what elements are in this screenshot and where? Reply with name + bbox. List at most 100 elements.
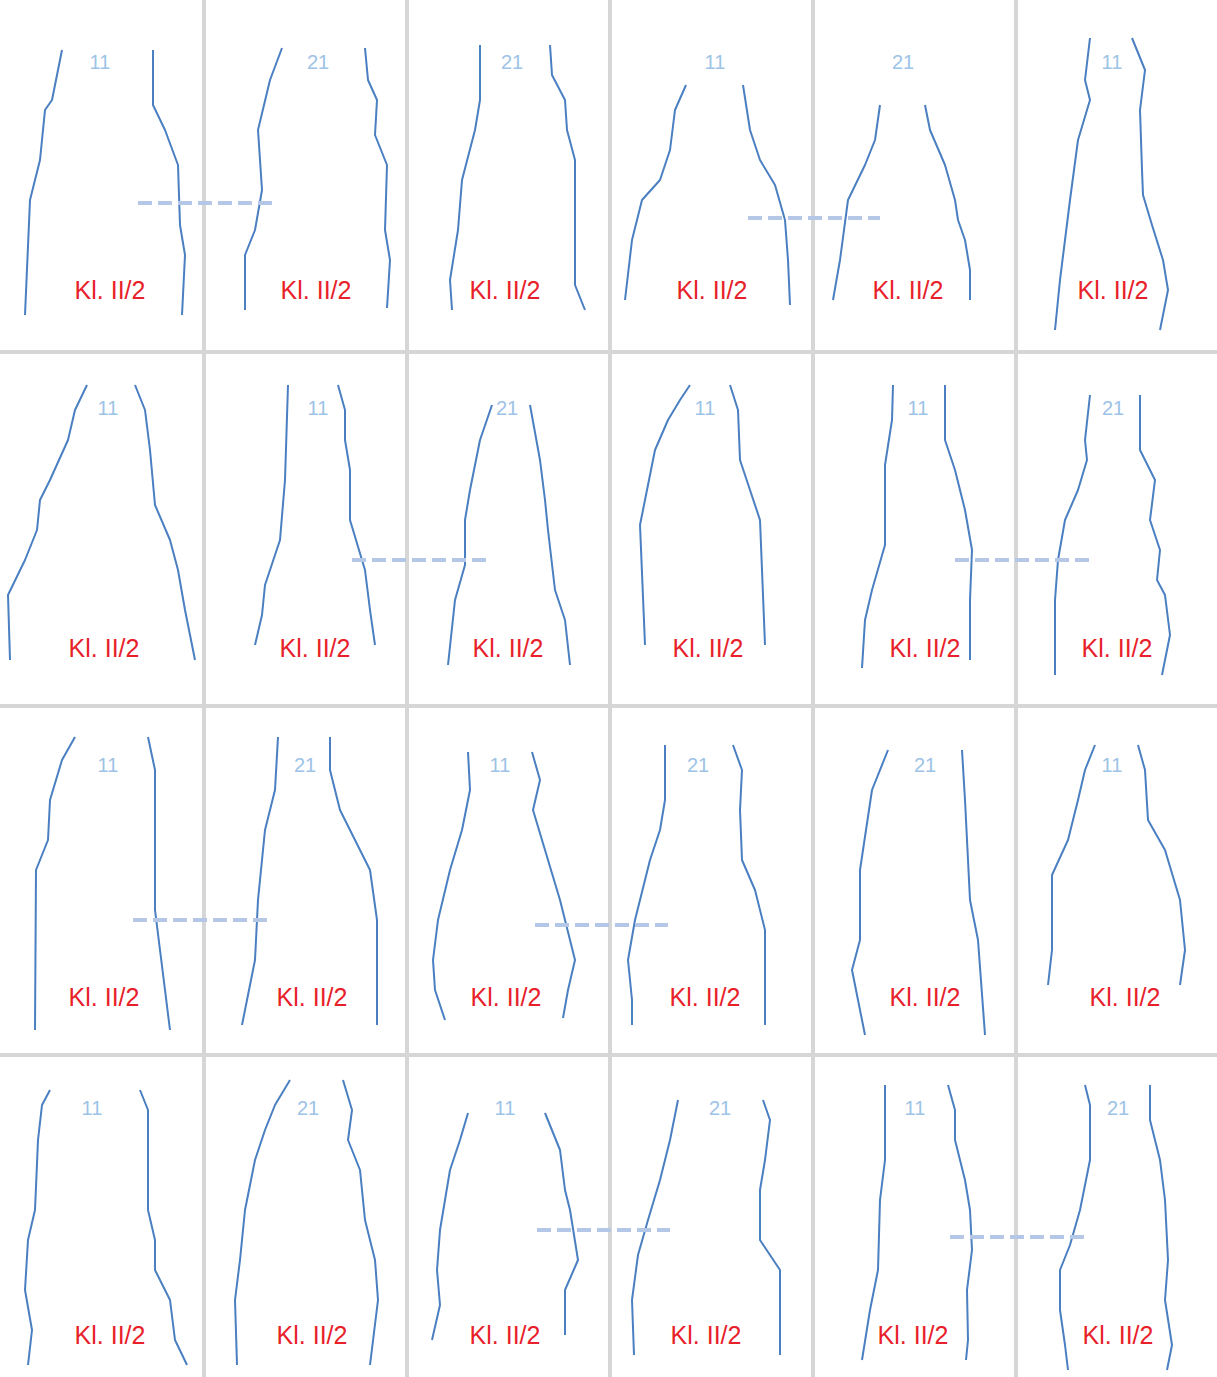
class-label: Kl. II/2 xyxy=(471,985,542,1010)
tooth-number: 21 xyxy=(294,755,316,775)
tooth-contour xyxy=(925,105,970,300)
grid-line xyxy=(0,1053,1217,1057)
class-label: Kl. II/2 xyxy=(1082,636,1153,661)
tooth-contour xyxy=(862,1085,885,1360)
tooth-contour xyxy=(242,737,278,1025)
tooth-contour xyxy=(945,385,972,660)
tooth-contour xyxy=(148,737,170,1030)
tooth-contour xyxy=(1055,395,1090,675)
reference-line xyxy=(955,558,1090,562)
tooth-contour xyxy=(338,385,375,645)
class-label: Kl. II/2 xyxy=(473,636,544,661)
tooth-number: 11 xyxy=(98,755,119,775)
reference-line xyxy=(133,918,268,922)
tooth-contour xyxy=(550,45,585,310)
tooth-number: 11 xyxy=(905,1098,926,1118)
tooth-contour xyxy=(432,1113,468,1340)
reference-line xyxy=(537,1228,670,1232)
tooth-contour xyxy=(628,745,665,1025)
class-label: Kl. II/2 xyxy=(1083,1323,1154,1348)
class-label: Kl. II/2 xyxy=(1078,278,1149,303)
tooth-number: 21 xyxy=(687,755,709,775)
tooth-number: 21 xyxy=(307,52,329,72)
tooth-contour xyxy=(25,1090,50,1365)
tooth-contour xyxy=(862,385,893,668)
class-label: Kl. II/2 xyxy=(470,278,541,303)
tooth-contour xyxy=(135,385,195,660)
tooth-number: 11 xyxy=(695,398,716,418)
tooth-contour xyxy=(632,1100,678,1355)
tooth-number: 11 xyxy=(908,398,929,418)
tooth-contour xyxy=(255,385,288,645)
tooth-contour xyxy=(448,405,492,665)
class-label: Kl. II/2 xyxy=(890,636,961,661)
tooth-number: 11 xyxy=(308,398,329,418)
tooth-contour xyxy=(25,50,62,315)
tooth-contour xyxy=(330,737,377,1025)
class-label: Kl. II/2 xyxy=(670,985,741,1010)
class-label: Kl. II/2 xyxy=(75,1323,146,1348)
tooth-contour xyxy=(153,50,185,315)
tooth-contour xyxy=(733,745,765,1025)
tooth-number: 21 xyxy=(501,52,523,72)
class-label: Kl. II/2 xyxy=(281,278,352,303)
reference-line xyxy=(352,558,488,562)
tooth-contour xyxy=(760,1100,780,1355)
tooth-number: 11 xyxy=(705,52,726,72)
tooth-contour xyxy=(545,1113,578,1335)
tooth-number: 21 xyxy=(1107,1098,1129,1118)
grid-line xyxy=(0,704,1217,708)
class-label: Kl. II/2 xyxy=(677,278,748,303)
tooth-contour xyxy=(450,45,480,310)
tooth-contour xyxy=(640,385,690,645)
tooth-number: 11 xyxy=(1102,755,1123,775)
tooth-contour xyxy=(743,85,790,305)
tooth-number: 21 xyxy=(914,755,936,775)
class-label: Kl. II/2 xyxy=(890,985,961,1010)
grid-line xyxy=(202,0,206,1377)
outline-group xyxy=(8,38,1185,1370)
reference-line xyxy=(950,1235,1085,1239)
tooth-contour xyxy=(343,1080,378,1365)
tooth-number: 21 xyxy=(496,398,518,418)
tooth-number: 11 xyxy=(98,398,119,418)
tooth-contour xyxy=(8,385,87,660)
class-label: Kl. II/2 xyxy=(1090,985,1161,1010)
reference-line xyxy=(748,216,880,220)
tooth-contour xyxy=(433,752,470,1020)
tooth-contour xyxy=(948,1085,972,1360)
tooth-contour xyxy=(532,752,575,1018)
tooth-contour xyxy=(1138,745,1185,985)
class-label: Kl. II/2 xyxy=(69,985,140,1010)
tooth-number: 11 xyxy=(90,52,111,72)
class-label: Kl. II/2 xyxy=(878,1323,949,1348)
tooth-number: 11 xyxy=(490,755,511,775)
class-label: Kl. II/2 xyxy=(277,985,348,1010)
tooth-contour xyxy=(730,385,765,645)
class-label: Kl. II/2 xyxy=(280,636,351,661)
reference-line xyxy=(138,201,272,205)
tooth-number: 21 xyxy=(1102,398,1124,418)
tooth-contour xyxy=(852,750,888,1035)
tooth-contour xyxy=(833,105,880,300)
tooth-contour xyxy=(245,48,282,310)
class-label: Kl. II/2 xyxy=(69,636,140,661)
tooth-number: 21 xyxy=(709,1098,731,1118)
grid-line xyxy=(405,0,409,1377)
tooth-number: 21 xyxy=(892,52,914,72)
class-label: Kl. II/2 xyxy=(873,278,944,303)
tooth-contour xyxy=(365,48,390,308)
tooth-contour xyxy=(530,405,570,665)
class-label: Kl. II/2 xyxy=(277,1323,348,1348)
tooth-number: 11 xyxy=(495,1098,516,1118)
tooth-contour xyxy=(962,750,985,1035)
tooth-number: 11 xyxy=(82,1098,103,1118)
grid-line xyxy=(811,0,815,1377)
tooth-contour xyxy=(625,85,686,300)
class-label: Kl. II/2 xyxy=(673,636,744,661)
tooth-contour xyxy=(140,1090,187,1365)
grid-line xyxy=(1014,0,1018,1377)
